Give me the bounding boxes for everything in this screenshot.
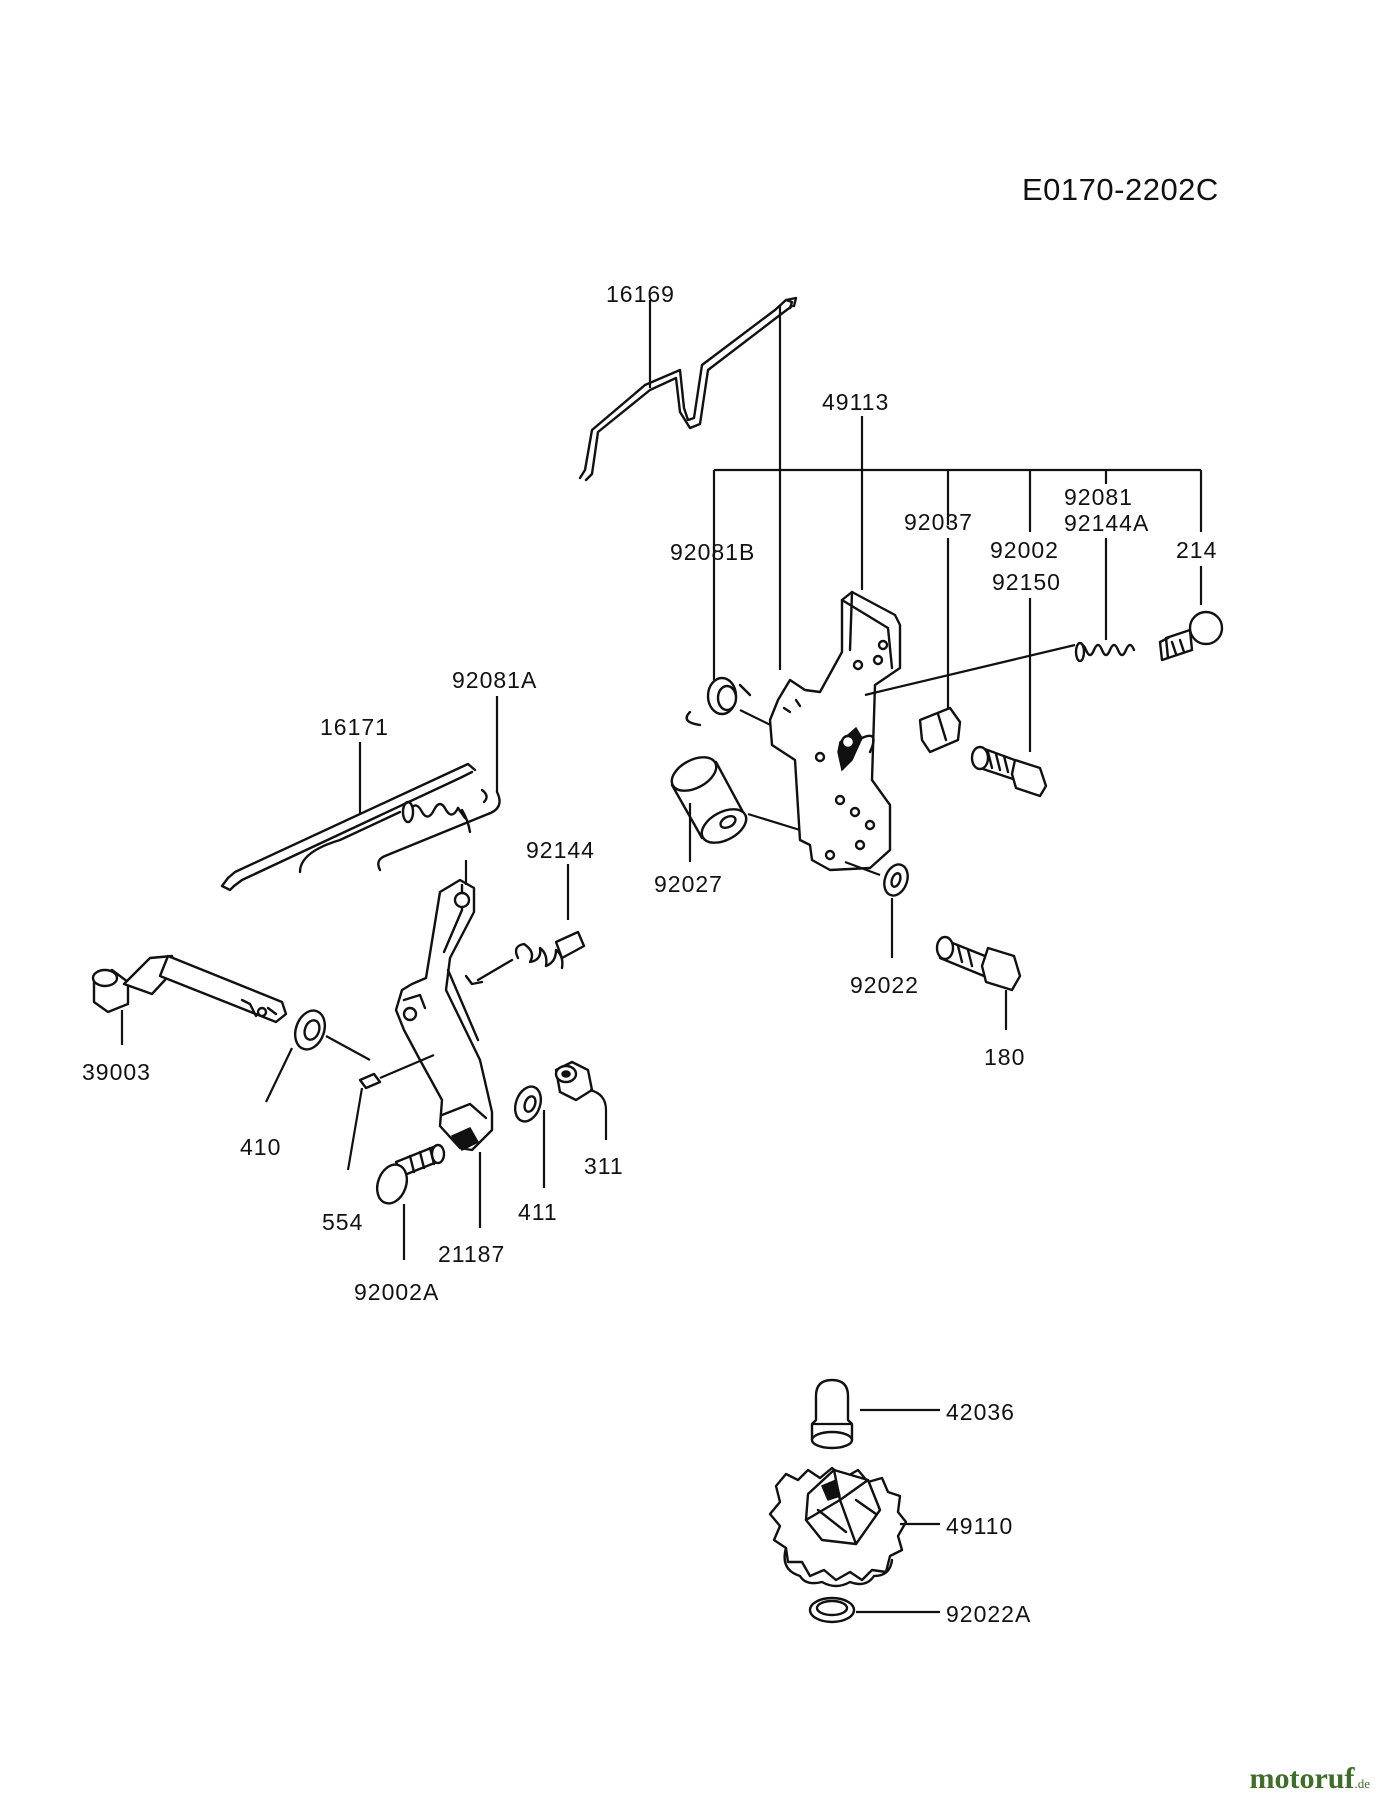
washer-411-drawing bbox=[513, 1085, 543, 1123]
knob-49110-drawing bbox=[768, 1466, 908, 1588]
collar-92027-drawing bbox=[670, 756, 801, 844]
rod-16171-drawing bbox=[220, 762, 477, 892]
watermark-tld: .de bbox=[1354, 1776, 1370, 1791]
label-92081A: 92081A bbox=[452, 667, 537, 693]
label-92144A: 92144A bbox=[1064, 510, 1149, 536]
label-42036: 42036 bbox=[946, 1399, 1015, 1425]
spring-92081A-drawing bbox=[298, 788, 501, 874]
label-49110: 49110 bbox=[946, 1513, 1013, 1539]
clip-92037-drawing bbox=[864, 643, 1076, 754]
label-92081B: 92081B bbox=[670, 539, 755, 565]
bolt-180-drawing bbox=[935, 935, 1022, 992]
label-16169: 16169 bbox=[606, 281, 675, 307]
bolt-92002A-drawing bbox=[375, 1143, 446, 1205]
label-92037: 92037 bbox=[904, 509, 973, 535]
nut-311-drawing bbox=[554, 1060, 594, 1102]
label-554: 554 bbox=[322, 1209, 363, 1235]
label-92027: 92027 bbox=[654, 871, 723, 897]
washer-92022-drawing bbox=[844, 860, 909, 897]
shaft-39003-drawing bbox=[91, 954, 288, 1024]
pin-554-drawing bbox=[358, 1072, 382, 1090]
label-180: 180 bbox=[984, 1044, 1025, 1070]
label-214: 214 bbox=[1176, 537, 1217, 563]
bolt-214-drawing bbox=[1158, 610, 1224, 662]
label-21187: 21187 bbox=[438, 1241, 505, 1267]
cap-42036-drawing bbox=[810, 1378, 854, 1450]
label-49113: 49113 bbox=[822, 389, 889, 415]
label-411: 411 bbox=[518, 1199, 558, 1225]
plate-49113-drawing bbox=[768, 590, 902, 872]
label-311: 311 bbox=[584, 1153, 624, 1179]
spring-92081-drawing bbox=[1074, 641, 1136, 663]
label-92002A: 92002A bbox=[354, 1279, 439, 1305]
label-92150: 92150 bbox=[992, 569, 1061, 595]
diagram-code: E0170-2202C bbox=[1022, 172, 1219, 207]
washer-410-drawing bbox=[293, 1009, 371, 1061]
lever-21187-drawing bbox=[379, 878, 494, 1152]
label-92002: 92002 bbox=[990, 537, 1059, 563]
watermark-name: motoruf bbox=[1249, 1762, 1355, 1795]
watermark-logo: motoruf.de bbox=[1249, 1762, 1370, 1796]
label-410: 410 bbox=[240, 1134, 281, 1160]
label-92081: 92081 bbox=[1064, 484, 1133, 510]
rod-16169-drawing bbox=[578, 296, 798, 482]
label-92022: 92022 bbox=[850, 972, 919, 998]
label-16171: 16171 bbox=[320, 714, 389, 740]
label-92022A: 92022A bbox=[946, 1601, 1031, 1627]
bolt-92002-drawing bbox=[970, 745, 1048, 798]
label-39003: 39003 bbox=[82, 1059, 151, 1085]
label-92144: 92144 bbox=[526, 837, 595, 863]
spring-92144-drawing bbox=[464, 930, 586, 986]
washer-92022A-drawing bbox=[808, 1596, 856, 1624]
